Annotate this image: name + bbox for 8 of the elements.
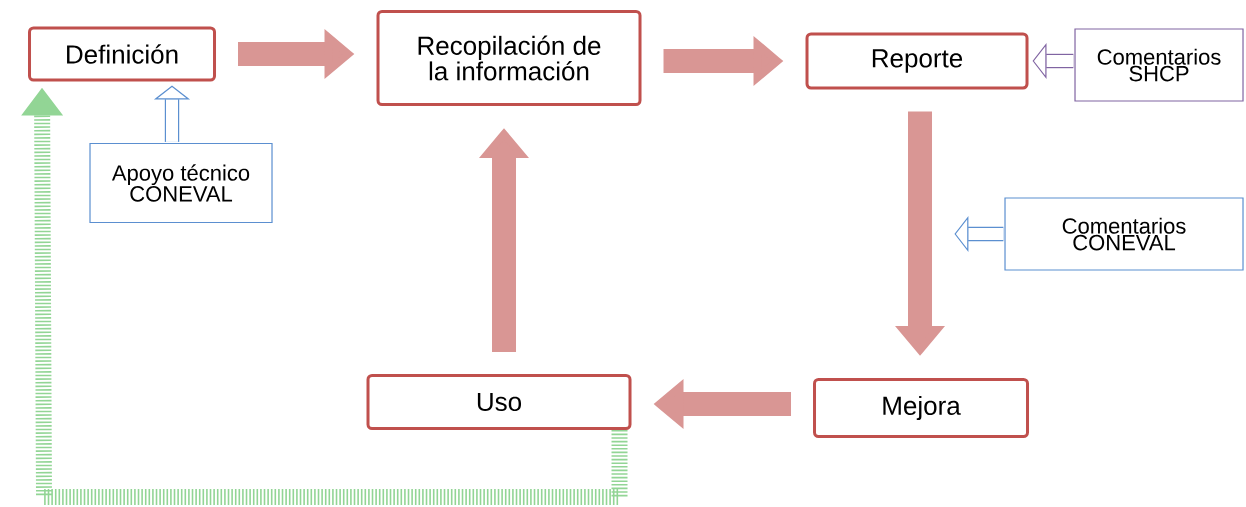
process-box: Recopilación de la información <box>376 10 642 106</box>
comment-box: Apoyo técnico CONEVAL <box>89 142 273 224</box>
process-box: Mejora <box>813 378 1029 438</box>
comment-box: Comentarios CONEVAL <box>1004 197 1244 271</box>
process-box: Reporte <box>805 32 1029 90</box>
process-box: Definición <box>28 26 216 82</box>
process-box: Uso <box>366 374 632 430</box>
comment-box: Comentarios SHCP <box>1074 28 1244 102</box>
